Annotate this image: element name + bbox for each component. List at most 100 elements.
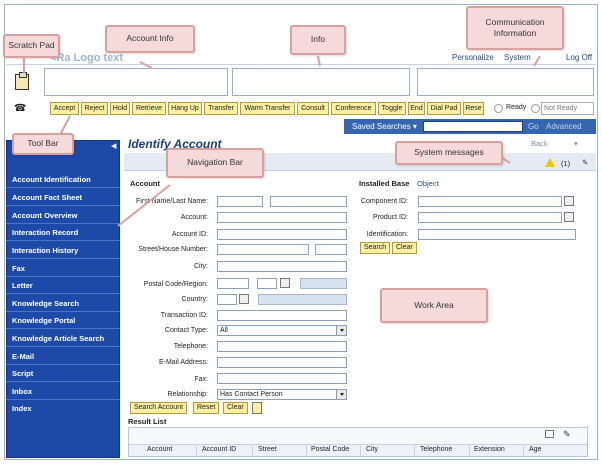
reset-button[interactable]: Rese [463,102,484,115]
product-id-field[interactable] [418,212,562,223]
nav-item-letter[interactable]: Letter [12,281,33,290]
region-lookup-icon[interactable] [280,278,290,288]
transfer-button[interactable]: Transfer [204,102,238,115]
scratch-pad-icon[interactable] [15,72,29,90]
column-separator [196,444,197,456]
reject-button[interactable]: Reject [81,102,108,115]
consult-button[interactable]: Consult [297,102,329,115]
clear-installed-base-button[interactable]: Clear [392,242,417,254]
relationship-label: Relationship: [167,391,208,398]
column-header-age[interactable]: Age [529,446,542,453]
tool-bar-callout: Tool Bar [12,133,74,155]
nav-item-account-fact-sheet[interactable]: Account Fact Sheet [12,193,83,202]
email-address-label: E-Mail Address: [158,359,208,366]
column-header-telephone[interactable]: Telephone [420,446,453,453]
component-id-field[interactable] [418,196,562,207]
contact-type-select[interactable]: All [217,325,347,336]
system-messages-count[interactable]: (1) [561,159,571,168]
search-account-button[interactable]: Search Account [130,402,188,414]
system-link[interactable]: System [504,53,531,62]
nav-item-e-mail[interactable]: E-Mail [12,352,35,361]
nav-separator [6,311,120,312]
chart-icon[interactable] [545,430,554,438]
nav-item-index[interactable]: Index [12,404,32,413]
dial-pad-button[interactable]: Dial Pad [427,102,461,115]
edit-icon[interactable]: ✎ [563,429,571,439]
not-ready-select[interactable]: Not Ready [541,102,594,115]
nav-item-knowledge-portal[interactable]: Knowledge Portal [12,316,76,325]
saved-searches-input[interactable] [423,121,523,132]
saved-searches-menu[interactable]: Saved Searches ▾ [352,122,417,131]
hold-button[interactable]: Hold [110,102,130,115]
nav-item-inbox[interactable]: Inbox [12,387,32,396]
identification-field[interactable] [418,229,576,240]
region-field[interactable] [257,278,277,289]
ready-radio[interactable] [494,104,503,113]
country-field[interactable] [217,294,237,305]
nav-separator [6,399,120,400]
go-button[interactable]: Go [528,122,539,131]
account-section-heading: Account [130,179,160,188]
column-header-city[interactable]: City [366,446,379,453]
first-name-field[interactable] [217,196,263,207]
retrieve-button[interactable]: Retrieve [132,102,166,115]
conference-button[interactable]: Conference [331,102,376,115]
email-field[interactable] [217,357,347,368]
account-field[interactable] [217,212,347,223]
nav-item-knowledge-search[interactable]: Knowledge Search [12,299,80,308]
nav-item-account-identification[interactable]: Account Identification [12,175,91,184]
house-number-field[interactable] [315,244,347,255]
installed-base-heading: Installed Base [359,179,410,188]
search-installed-base-button[interactable]: Search [360,242,391,254]
postal-code-field[interactable] [217,278,249,289]
transaction-id-label: Transaction ID: [160,312,208,319]
nav-item-account-overview[interactable]: Account Overview [12,211,78,220]
nav-item-interaction-record[interactable]: Interaction Record [12,228,79,237]
nav-item-script[interactable]: Script [12,369,34,378]
column-header-extension[interactable]: Extension [474,446,505,453]
history-dropdown-icon[interactable]: ▾ [574,139,578,148]
object-tab[interactable]: Object [417,179,439,188]
telephone-field[interactable] [217,341,347,352]
result-list-header-row [129,444,587,456]
clear-account-button[interactable]: Clear [223,402,248,414]
telephone-label: Telephone: [173,343,208,350]
relationship-select[interactable]: Has Contact Person [217,389,347,400]
component-lookup-icon[interactable] [564,196,574,206]
pen-tool-icon[interactable]: ✎ [582,158,589,167]
hang-up-button[interactable]: Hang Up [168,102,202,115]
header-divider [6,64,596,65]
warm-transfer-button[interactable]: Warm Transfer [240,102,295,115]
country-description-field [258,294,347,305]
advanced-link[interactable]: Advanced [546,122,582,131]
fax-field[interactable] [217,373,347,384]
last-name-field[interactable] [270,196,347,207]
personalize-link[interactable]: Personalize [452,53,494,62]
product-lookup-icon[interactable] [564,212,574,222]
country-label: Country: [181,296,208,303]
account-id-field[interactable] [217,229,347,240]
log-off-link[interactable]: Log Off [566,53,593,62]
column-header-account-id[interactable]: Account ID [202,446,237,453]
column-header-postal-code[interactable]: Postal Code [311,446,350,453]
end-button[interactable]: End [408,102,425,115]
warning-icon[interactable] [545,158,555,167]
toggle-button[interactable]: Toggle [378,102,406,115]
back-button[interactable]: Back [531,139,548,148]
nav-item-knowledge-article-search[interactable]: Knowledge Article Search [12,334,105,343]
create-note-icon[interactable] [252,402,262,414]
column-header-street[interactable]: Street [258,446,277,453]
street-field[interactable] [217,244,309,255]
country-lookup-icon[interactable] [239,294,249,304]
relationship-value: Has Contact Person [220,391,283,398]
not-ready-radio[interactable] [531,104,540,113]
city-field[interactable] [217,261,347,272]
nav-item-interaction-history[interactable]: Interaction History [12,246,79,255]
collapse-nav-icon[interactable]: ◀ [111,143,117,150]
chevron-down-icon [340,393,344,396]
column-header-account[interactable]: Account [147,446,173,453]
accept-button[interactable]: Accept [50,102,79,115]
nav-item-fax[interactable]: Fax [12,264,25,273]
transaction-id-field[interactable] [217,310,347,321]
reset-form-button[interactable]: Reset [193,402,220,414]
